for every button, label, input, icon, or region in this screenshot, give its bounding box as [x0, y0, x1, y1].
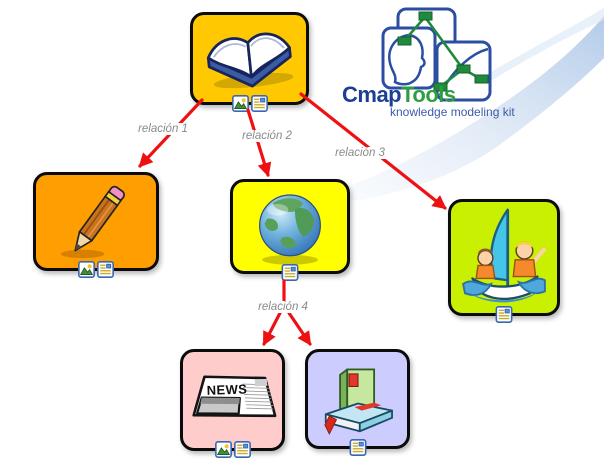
image-resource-icon[interactable]: [78, 261, 95, 278]
pencil-node[interactable]: [33, 172, 159, 278]
books-node[interactable]: [305, 349, 410, 456]
logo-head-icon: [388, 33, 426, 86]
link-label-relacion-3[interactable]: relación 3: [332, 147, 388, 159]
image-resource-icon[interactable]: [214, 441, 232, 458]
link-label-relacion-1[interactable]: relación 1: [135, 123, 191, 135]
document-resource-icon[interactable]: [495, 306, 513, 323]
link-label-relacion-2[interactable]: relación 2: [239, 130, 295, 142]
resource-icon-group: [214, 441, 251, 458]
newspaper-clipart: NEWS: [191, 375, 276, 418]
resource-icon-group: [231, 95, 268, 112]
link-arrow-relacion-4-left[interactable]: [262, 311, 282, 346]
resource-icon-group: [349, 439, 366, 456]
document-resource-icon[interactable]: [349, 439, 366, 456]
news-headline: NEWS: [206, 381, 247, 397]
link-label-relacion-4[interactable]: relación 4: [255, 301, 311, 313]
logo-tagline: knowledge modeling kit: [390, 105, 515, 119]
document-resource-icon[interactable]: [281, 264, 299, 281]
resource-icon-group: [281, 264, 299, 281]
news-node[interactable]: NEWS: [180, 349, 285, 458]
link-arrow-relacion-4-right[interactable]: [287, 311, 312, 346]
globe-node[interactable]: [230, 179, 350, 281]
document-resource-icon[interactable]: [233, 441, 251, 458]
open-book-clipart: [206, 32, 293, 88]
globe-clipart: [259, 193, 321, 265]
book-node[interactable]: [190, 12, 309, 112]
logo-square-left: [381, 26, 437, 90]
resource-icon-group: [495, 306, 513, 323]
document-resource-icon[interactable]: [97, 261, 114, 278]
logo-concept-nodes: [397, 11, 489, 92]
cmaptools-logo: CmapTools knowledge modeling kit: [342, 7, 515, 119]
sailboat-clipart: [462, 208, 547, 302]
image-resource-icon[interactable]: [231, 95, 249, 112]
link-arrow-relacion-2[interactable]: [246, 108, 272, 178]
sailboat-node[interactable]: [448, 199, 560, 323]
resource-icon-group: [78, 261, 114, 278]
books-clipart: [323, 368, 393, 435]
document-resource-icon[interactable]: [250, 95, 268, 112]
logo-wordmark: CmapTools: [342, 82, 456, 107]
pencil-clipart: [60, 185, 125, 258]
